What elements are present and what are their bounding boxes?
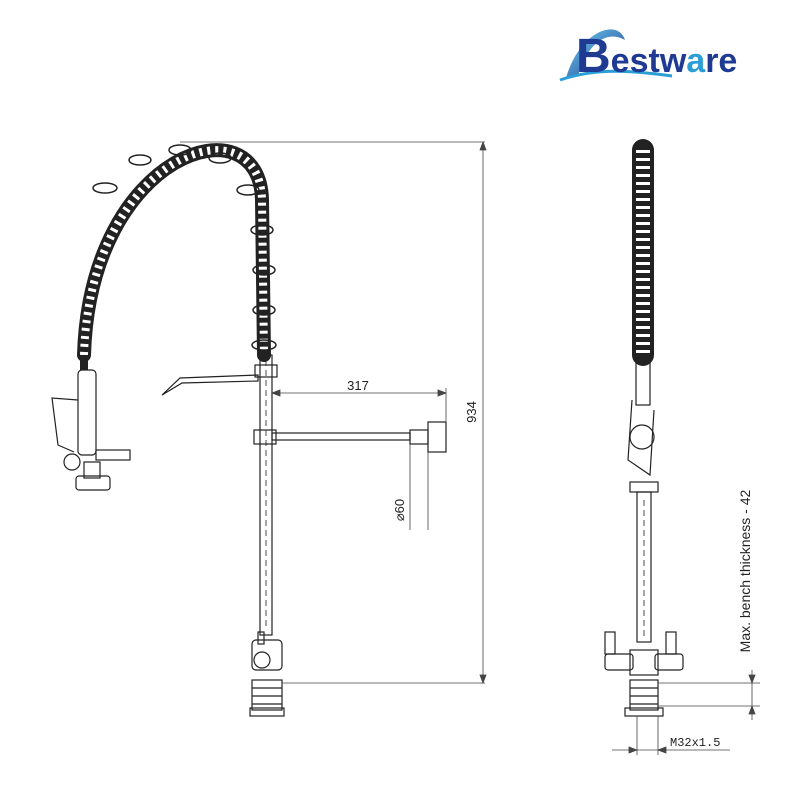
spring-rings [92, 144, 277, 351]
side-handle-right [665, 631, 677, 655]
spray-gun-outlet [95, 449, 131, 461]
wall-plate [427, 421, 447, 453]
dim-reach-label: 317 [347, 378, 369, 393]
logo-letters-end: re [705, 42, 737, 80]
valve-lever [257, 631, 265, 645]
spray-head [75, 475, 111, 491]
spray-gun-handle [51, 397, 79, 453]
wall-bracket-collar [253, 429, 277, 445]
dim-height-label: 934 [464, 401, 479, 423]
logo-letters-mid: estw [611, 42, 687, 80]
pipe-collar [254, 364, 278, 378]
dim-diameter-group: ⌀60 [392, 499, 407, 521]
front-view [51, 143, 447, 717]
side-valve-left [604, 653, 634, 671]
side-valve-right [654, 653, 684, 671]
side-handle-left [604, 631, 616, 655]
logo-wave-icon [559, 69, 673, 82]
side-spray-gun [635, 354, 651, 406]
base-mount [251, 679, 283, 711]
swivel-spout [161, 374, 259, 396]
svg-text:Bestware: Bestware [576, 30, 737, 83]
spring-coil [77, 143, 271, 362]
wall-bracket-arm [271, 432, 411, 441]
wall-plate-neck [409, 429, 429, 445]
dim-diameter-label: 60 [392, 499, 407, 513]
side-base-mount [629, 679, 659, 711]
logo-letter-a: a [686, 42, 706, 80]
logo-letter-b: B [576, 30, 611, 83]
side-base-collar [629, 481, 659, 493]
spray-gun-body [77, 369, 97, 456]
spray-gun-valve [63, 453, 81, 471]
side-valve-ring [629, 424, 655, 450]
base-valve [251, 639, 283, 671]
side-pipe [636, 491, 652, 643]
svg-text:⌀60: ⌀60 [392, 499, 407, 521]
front-dimensions [180, 140, 487, 685]
bench-thickness-note: Max. bench thickness - 42 [737, 489, 753, 652]
bestware-logo: Bestware [559, 29, 737, 83]
thread-size-label: M32x1.5 [670, 736, 720, 750]
main-pipe [259, 354, 273, 636]
diameter-symbol-icon: ⌀ [392, 513, 407, 521]
logo-swoosh-icon [566, 29, 625, 78]
side-dimensions [612, 670, 760, 755]
side-view [604, 139, 684, 717]
